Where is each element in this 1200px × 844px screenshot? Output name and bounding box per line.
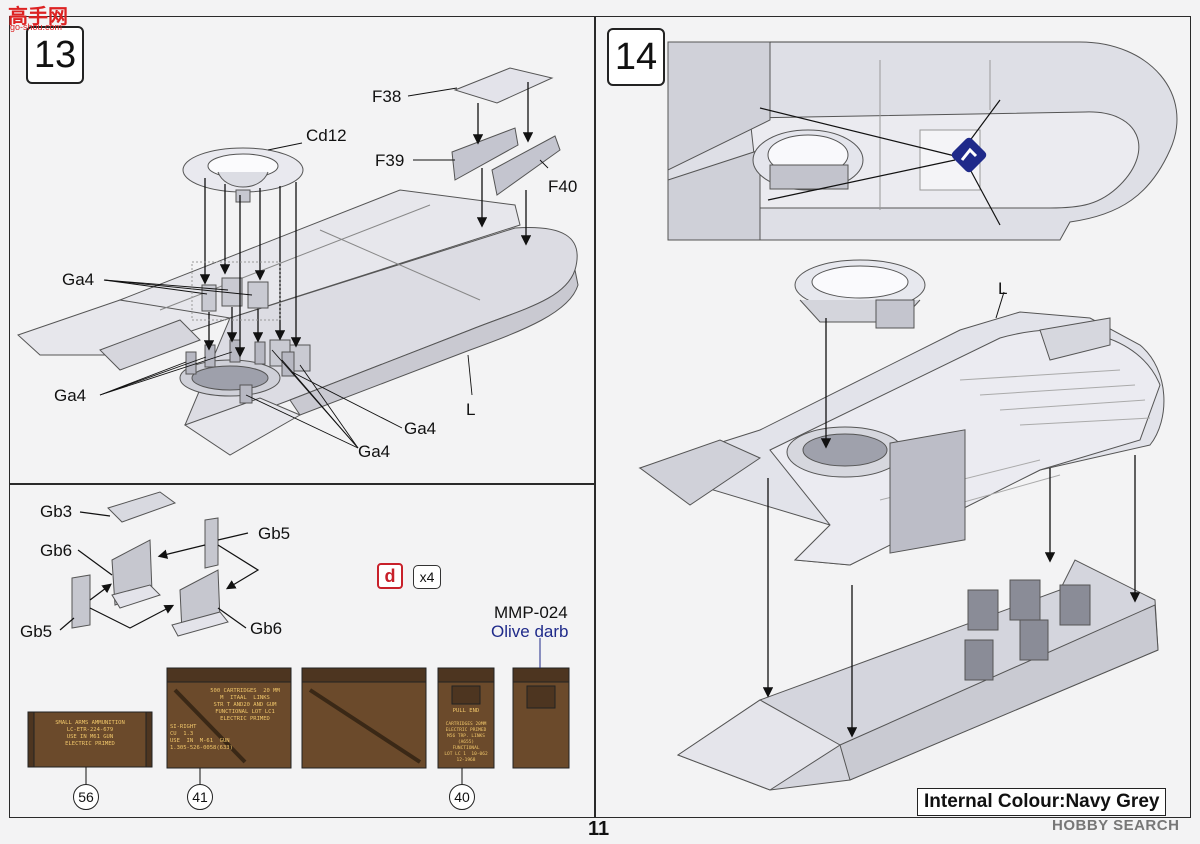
ammo-box-56-text: SMALL ARMS AMMUNITION LC-ETR-224-679 USE…: [55, 720, 125, 747]
watermark-top-logo: 高手网: [8, 6, 68, 28]
part-f39: [451, 127, 519, 181]
hull-floor-part-l: [17, 189, 579, 456]
step-13-number: 13: [26, 26, 84, 84]
decal-sheet-d-badge: d: [377, 563, 403, 589]
label-gb6-right: Gb6: [250, 619, 283, 638]
label-gb3: Gb3: [40, 502, 73, 521]
ammo-box-40-pull-end: PULL END: [452, 708, 480, 714]
label-gb6-left: Gb6: [40, 541, 73, 560]
paint-code: MMP-024: [494, 603, 568, 622]
step13-panel: [9, 16, 595, 484]
label-f39: F39: [375, 151, 405, 170]
step14-lower-hull: [676, 429, 1159, 791]
glue-symbol: [951, 137, 987, 173]
step14-ring-part: [794, 259, 926, 329]
watermark-hobby-search: HOBBY SEARCH: [1052, 817, 1180, 834]
ammo-box-41-text-bottom: SI-RIGHT CU 1.3 USE IN M-61 GUN 1.305-52…: [170, 724, 233, 751]
label-f38: F38: [372, 87, 402, 106]
ammo-box-40-text: CARTRIDGES 20MM ELECTRIC PRIMED M56 TRP.…: [444, 722, 488, 763]
decal-number-40: 40: [449, 784, 475, 810]
label-cd12: Cd12: [306, 126, 347, 145]
label-f40: F40: [548, 177, 578, 196]
internal-colour-note: Internal Colour:Navy Grey: [917, 788, 1167, 816]
ammo-box-41-text-top: 500 CARTRIDGES 20 MM M ITAAL LINKS STR T…: [210, 688, 280, 722]
page-number: 11: [588, 818, 610, 840]
label-ga4-top: Ga4: [62, 270, 95, 289]
decal-number-56: 56: [73, 784, 99, 810]
label-ga4-bottom: Ga4: [358, 442, 391, 461]
ammo-boxes: [27, 667, 570, 769]
step-14-number: 14: [607, 28, 665, 86]
quantity-x4-badge: x4: [413, 565, 441, 589]
part-f38: [453, 67, 554, 104]
subassembly-panel: [9, 484, 595, 818]
decal-number-41: 41: [187, 784, 213, 810]
watermark-top-url: go-shou.com: [10, 22, 63, 32]
ga4-plates-top: [201, 277, 311, 372]
label-l-14: L: [998, 279, 1008, 298]
step14-panel: [595, 16, 1191, 818]
part-cd12: [182, 147, 304, 203]
label-gb5-bottom: Gb5: [20, 622, 53, 641]
label-gb5-top: Gb5: [258, 524, 291, 543]
paint-name: Olive darb: [491, 622, 569, 641]
gb-parts: [71, 491, 229, 637]
label-l-13: L: [466, 400, 476, 419]
label-ga4-right: Ga4: [404, 419, 437, 438]
hull-top-view: [667, 41, 1178, 241]
label-ga4-left: Ga4: [54, 386, 87, 405]
part-f40: [491, 135, 561, 196]
